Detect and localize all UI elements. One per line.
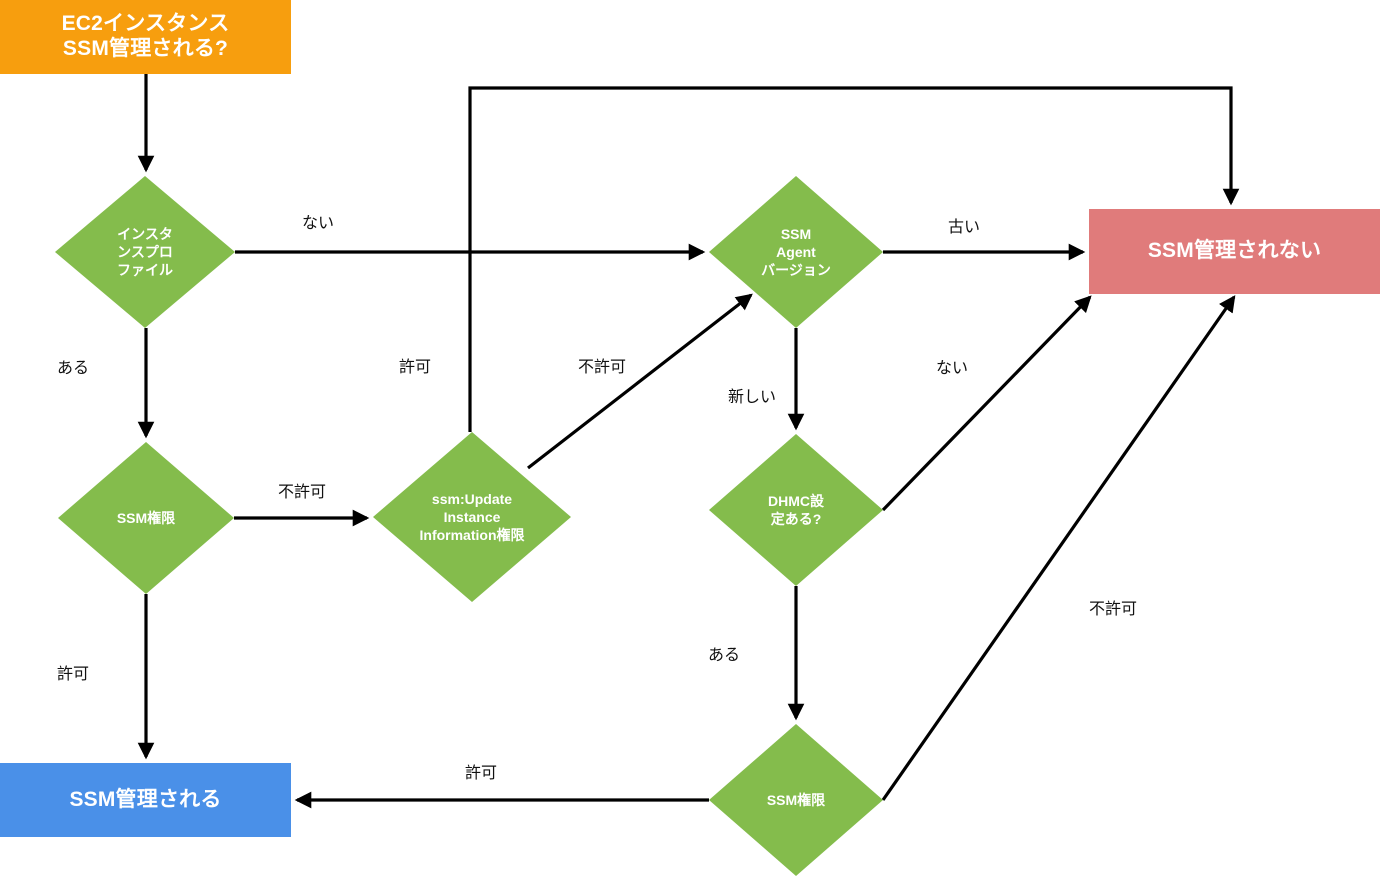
instance-profile-diamond-icon — [55, 176, 235, 328]
node-instance-profile-label: インスタ ンスプロ ファイル — [117, 225, 173, 279]
node-ssm-update-instance-information-label: ssm:Update Instance Information権限 — [419, 490, 525, 544]
edge-label-atarashii: 新しい — [728, 389, 777, 406]
ssm-permission-left-diamond-icon — [58, 442, 234, 594]
ssm-permission-bottom-diamond-icon — [709, 724, 883, 876]
node-start[interactable]: EC2インスタンス SSM管理される? — [0, 0, 291, 74]
edge-label-furui: 古い — [948, 219, 981, 236]
edge-label-fukyoka-1: 不許可 — [578, 359, 627, 376]
edge-label-nai-1: ない — [302, 215, 335, 232]
edge-label-fukyoka-3: 不許可 — [1089, 601, 1138, 618]
node-managed[interactable]: SSM管理される — [0, 763, 291, 837]
node-dhmc-setting[interactable]: DHMC設 定ある? — [709, 434, 883, 586]
edge-update-info-to-agent — [527, 293, 753, 470]
edge-update-info-to-not-managed — [468, 86, 1240, 432]
dhmc-setting-diamond-icon — [709, 434, 883, 586]
node-ssm-agent-version-label: SSM Agent バージョン — [761, 225, 831, 279]
node-dhmc-setting-label: DHMC設 定ある? — [768, 492, 824, 527]
edge-label-aru-1: ある — [57, 360, 90, 377]
edge-bottom-permission-to-not-managed — [881, 295, 1236, 801]
edge-label-aru-2: ある — [708, 647, 741, 664]
edge-label-kyoka-3: 許可 — [465, 765, 498, 782]
ssm-update-instance-information-diamond-icon — [373, 432, 571, 602]
ssm-agent-version-diamond-icon — [709, 176, 883, 328]
edge-label-nai-2: ない — [936, 360, 969, 377]
node-not-managed[interactable]: SSM管理されない — [1089, 209, 1380, 294]
node-ssm-update-instance-information[interactable]: ssm:Update Instance Information権限 — [373, 432, 571, 602]
edge-label-fukyoka-2: 不許可 — [278, 484, 327, 501]
node-start-label: EC2インスタンス SSM管理される? — [61, 12, 230, 60]
edge-label-kyoka-1: 許可 — [399, 359, 432, 376]
edge-dhmc-to-not-managed — [881, 295, 1092, 512]
node-ssm-permission-bottom-label: SSM権限 — [766, 791, 826, 808]
node-ssm-permission-left-label: SSM権限 — [116, 509, 176, 526]
node-not-managed-label: SSM管理されない — [1147, 239, 1322, 263]
node-ssm-permission-bottom[interactable]: SSM権限 — [709, 724, 883, 876]
node-ssm-permission-left[interactable]: SSM権限 — [58, 442, 234, 594]
edge-label-kyoka-2: 許可 — [57, 666, 90, 683]
node-managed-label: SSM管理される — [69, 787, 222, 811]
node-instance-profile[interactable]: インスタ ンスプロ ファイル — [55, 176, 235, 328]
node-ssm-agent-version[interactable]: SSM Agent バージョン — [709, 176, 883, 328]
